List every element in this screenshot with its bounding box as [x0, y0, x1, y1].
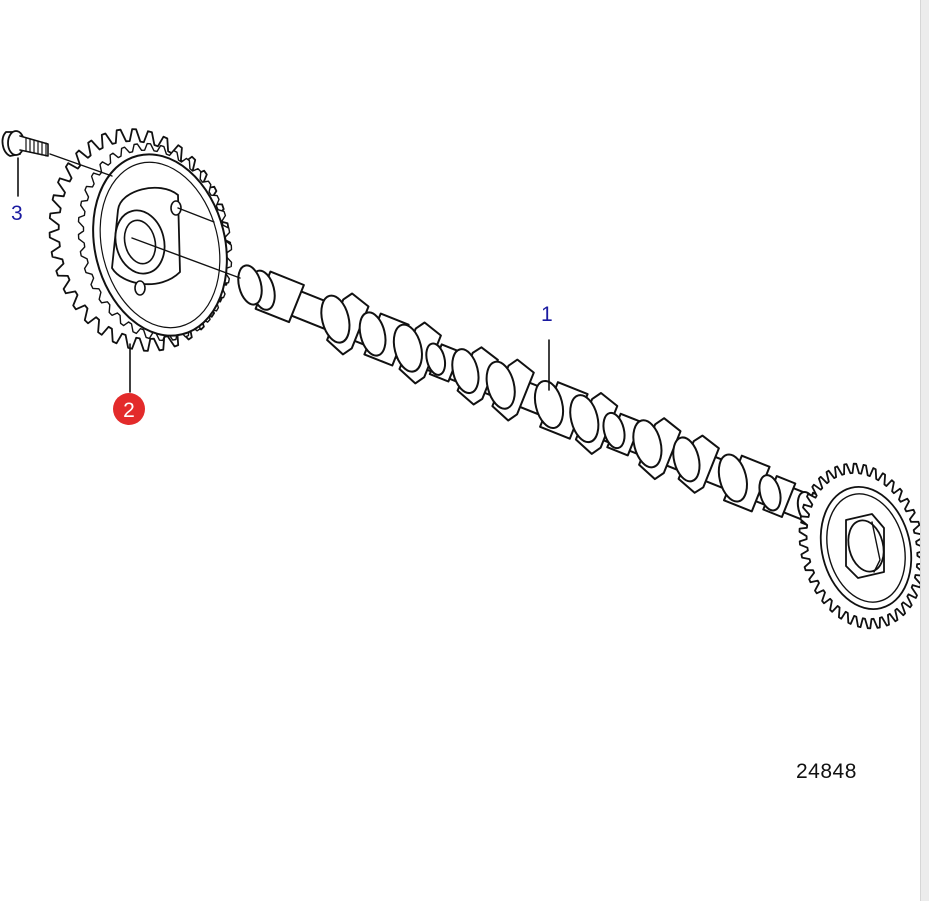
camshaft-journal-face	[451, 348, 480, 395]
camshaft-journal-face	[533, 379, 565, 430]
camshaft-journal-face	[425, 342, 447, 376]
callout-badge-2[interactable]	[113, 393, 145, 425]
camshaft-journal-face	[758, 474, 782, 512]
callout-label-1[interactable]: 1	[541, 303, 553, 326]
camshaft-journal-face	[602, 411, 626, 450]
camshaft-journal-face	[632, 419, 663, 469]
diagram-number: 24848	[796, 760, 857, 783]
camshaft-journal-face	[569, 394, 600, 444]
window-edge	[920, 0, 929, 901]
camshaft-journal-face	[358, 311, 387, 357]
callout-label-3[interactable]: 3	[11, 202, 23, 225]
rear-camshaft-gear	[798, 462, 920, 630]
camshaft-journal-face	[320, 294, 351, 344]
camshaft-journal-face	[392, 323, 423, 373]
camshaft	[237, 264, 835, 532]
callout-label-2[interactable]: 2	[123, 399, 135, 422]
camshaft-journal-face	[672, 436, 701, 483]
camshaft-journal-face	[717, 453, 748, 503]
front-camshaft-gear	[48, 128, 233, 352]
assembly-line	[49, 153, 241, 279]
camshaft-journal-face	[485, 360, 516, 410]
camshaft-journal-face	[237, 264, 263, 306]
gear-bolt	[1, 130, 49, 157]
